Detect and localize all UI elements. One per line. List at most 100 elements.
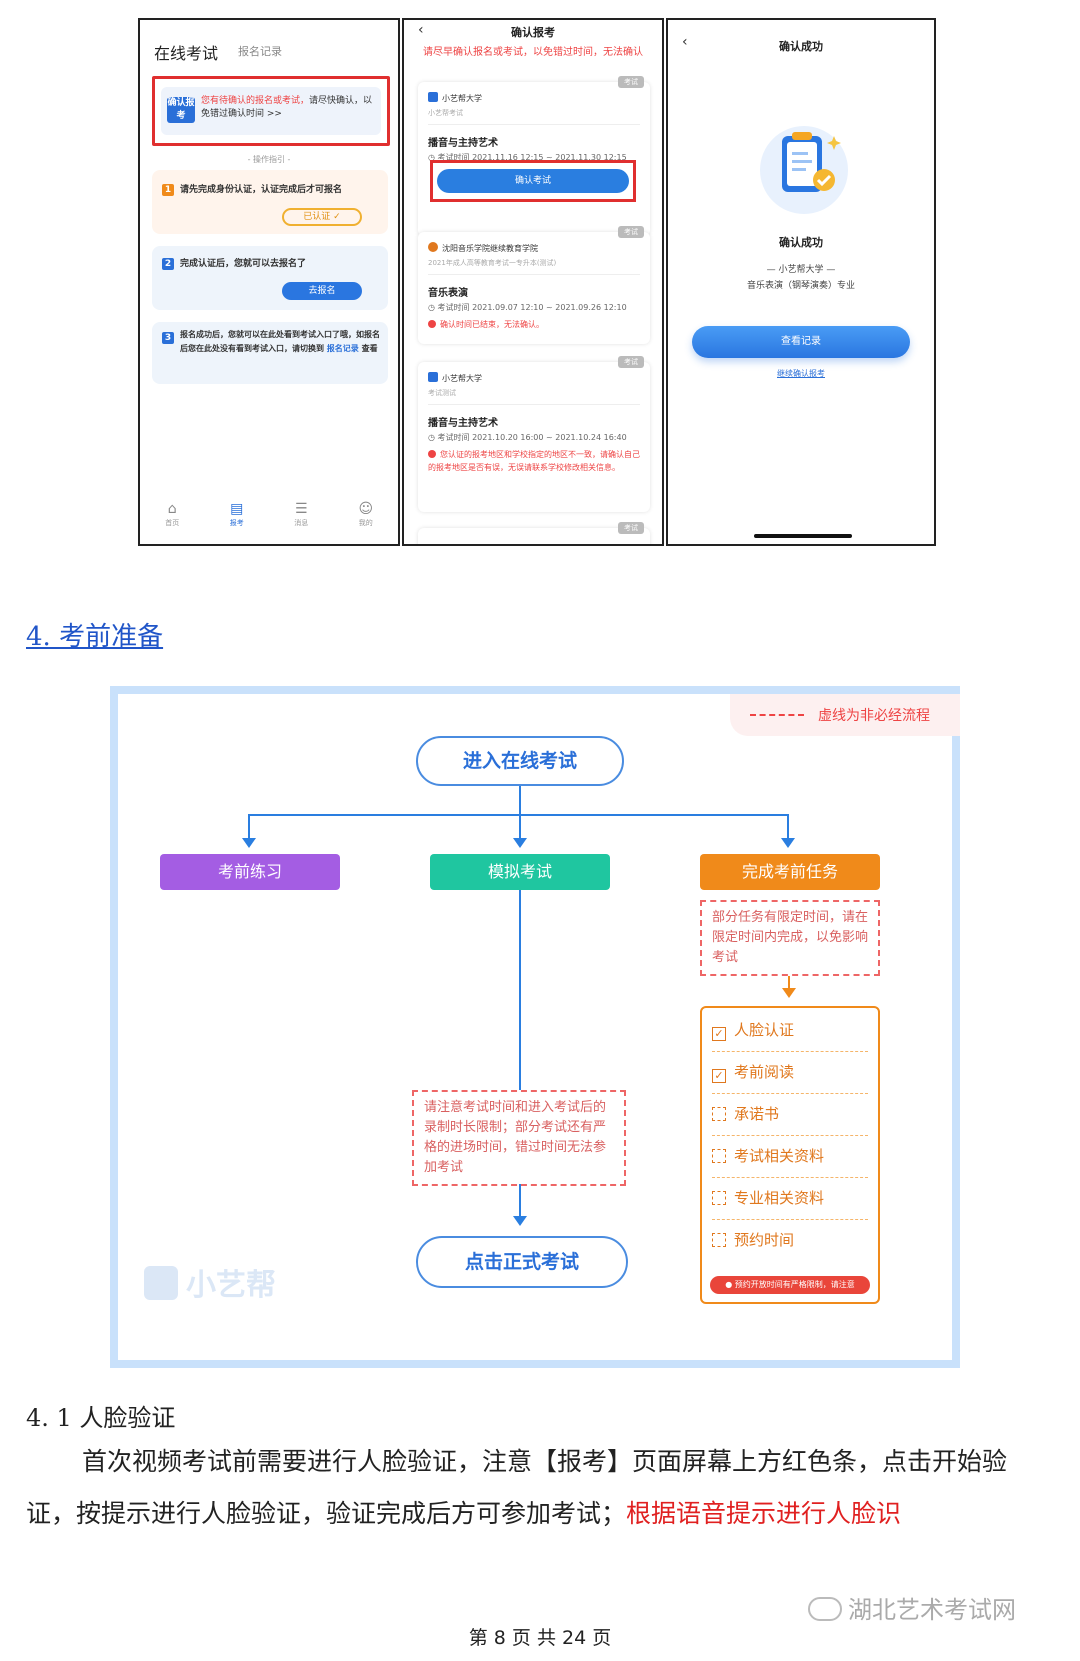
page-title: 确认成功: [668, 38, 934, 54]
guide-label: - 操作指引 -: [140, 154, 398, 165]
mock-exam-node: 模拟考试: [430, 854, 610, 890]
wechat-icon: [808, 1597, 842, 1621]
exam-tag: 考试: [618, 226, 644, 238]
exam-name: 播音与主持艺术: [428, 414, 498, 429]
start-node: 进入在线考试: [416, 736, 624, 786]
clipboard-check-icon: [754, 118, 854, 218]
task-warning-note: ● 预约开放时间有严格限制，请注意: [710, 1276, 870, 1294]
screenshot-confirm-registration: ‹ 确认报考 请尽早确认报名或考试，以免错过时间，无法确认 考试 小艺帮大学 小…: [402, 18, 664, 546]
tab-registration-records[interactable]: 报名记录: [238, 43, 282, 59]
page-footer: 第 8 页 共 24 页: [0, 1623, 1080, 1650]
exam-tag: 考试: [618, 356, 644, 368]
confirm-exam-button[interactable]: 确认考试: [437, 169, 629, 193]
task-item: 预约时间: [712, 1218, 868, 1262]
dashed-line-sample: [750, 714, 804, 716]
school-name: 沈阳音乐学院继续教育学院: [428, 242, 538, 254]
confirm-alert-highlight: 确认报考 您有待确认的报名或考试，请尽快确认，以免错过确认时间 >>: [152, 76, 390, 146]
continue-confirm-link[interactable]: 继续确认报考: [668, 368, 934, 379]
subsection-heading: 4. 1 人脸验证: [26, 1398, 175, 1433]
screenshot-online-exam: 在线考试 报名记录 确认报考 您有待确认的报名或考试，请尽快确认，以免错过确认时…: [138, 18, 400, 546]
arrow-down-icon: [242, 838, 256, 848]
success-title: 确认成功: [668, 234, 934, 250]
exam-time: ◷ 考试时间 2021.09.07 12:10 ~ 2021.09.26 12:…: [428, 302, 627, 313]
checkbox-dashed-icon: [712, 1149, 726, 1163]
task-item: ✓人脸认证: [712, 1008, 868, 1052]
go-register-button[interactable]: 去报名: [282, 282, 362, 300]
brand-watermark: 小艺帮: [144, 1260, 276, 1304]
brand-logo-icon: [144, 1266, 178, 1300]
site-watermark: 湖北艺术考试网: [808, 1590, 1016, 1625]
checkbox-dashed-icon: [712, 1191, 726, 1205]
arrow-down-icon: [513, 838, 527, 848]
message-icon: ☰: [281, 500, 321, 518]
home-indicator: [754, 534, 852, 538]
exam-card: 考试 小艺帮大学 考试测试 播音与主持艺术 ◷ 考试时间 2021.10.20 …: [418, 362, 650, 512]
task-time-note: 部分任务有限定时间，请在限定时间内完成，以免影响考试: [700, 900, 880, 976]
home-icon: ⌂: [152, 500, 192, 518]
tab-profile[interactable]: ☺我的: [346, 500, 386, 536]
step-text: 报名成功后，您就可以在此处看到考试入口了哦，如报名后您在此处没有看到考试入口，请…: [180, 328, 380, 356]
confirm-alert-text: 您有待确认的报名或考试，请尽快确认，以免错过确认时间 >>: [201, 95, 377, 121]
arrow-down-icon: [513, 1216, 527, 1226]
exam-icon: ▤: [217, 500, 257, 518]
step-number-icon: 1: [162, 184, 174, 196]
body-paragraph: 首次视频考试前需要进行人脸验证，注意【报考】页面屏幕上方红色条，点击开始验证，按…: [26, 1436, 1054, 1540]
checkbox-checked-icon: ✓: [712, 1069, 726, 1083]
error-icon: [428, 320, 436, 328]
task-list: ✓人脸认证 ✓考前阅读 承诺书 考试相关资料 专业相关资料 预约时间 ● 预约开…: [700, 1006, 880, 1304]
page-title: 在线考试: [154, 40, 218, 64]
school-name: 小艺帮大学: [428, 92, 482, 104]
exam-tag: 考试: [618, 522, 644, 534]
error-icon: [428, 450, 436, 458]
tab-home[interactable]: ⌂首页: [152, 500, 192, 536]
confirm-button-highlight: 确认考试: [430, 160, 636, 202]
tasks-node: 完成考前任务: [700, 854, 880, 890]
step-number-icon: 2: [162, 258, 174, 270]
view-records-button[interactable]: 查看记录: [692, 326, 910, 358]
practice-node: 考前练习: [160, 854, 340, 890]
arrow-down-icon: [781, 838, 795, 848]
screenshot-confirm-success: ‹ 确认成功 确认成功 — 小艺帮大学 — 音乐表演（钢琴演奏）专业 查看记录 …: [666, 18, 936, 546]
confirm-alert[interactable]: 确认报考 您有待确认的报名或考试，请尽快确认，以免错过确认时间 >>: [161, 87, 381, 135]
task-item: 考试相关资料: [712, 1134, 868, 1178]
exam-subtitle: 考试测试: [428, 388, 456, 398]
step-card-1: 1 请先完成身份认证，认证完成后才可报名 已认证 ✓: [152, 170, 388, 234]
task-item: 专业相关资料: [712, 1176, 868, 1220]
exam-subtitle: 小艺帮考试: [428, 108, 463, 118]
legend: 虚线为非必经流程: [730, 694, 960, 736]
section-heading[interactable]: 4. 考前准备: [26, 616, 163, 653]
tab-exam[interactable]: ▤报考: [217, 500, 257, 536]
page-title: 确认报考: [404, 24, 662, 40]
school-name: 小艺帮大学: [428, 372, 482, 384]
flowchart: 虚线为非必经流程 进入在线考试 考前练习 模拟考试 完成考前任务 请注意考试时间…: [110, 686, 960, 1368]
exam-time: ◷ 考试时间 2021.10.20 16:00 ~ 2021.10.24 16:…: [428, 432, 627, 443]
exam-card: 考试 小艺帮大学 小艺帮考试 播音与主持艺术 ◷ 考试时间 2021.11.16…: [418, 82, 650, 236]
arrow-down-icon: [782, 988, 796, 998]
exam-subtitle: 2021年成人高等教育考试一专升本(测试): [428, 258, 556, 268]
step-card-2: 2 完成认证后，您就可以去报名了 去报名: [152, 246, 388, 310]
formal-exam-node: 点击正式考试: [416, 1236, 628, 1288]
major-name: 音乐表演（钢琴演奏）专业: [668, 278, 934, 291]
exam-card: 考试 沈阳音乐学院继续教育学院 2021年成人高等教育考试一专升本(测试) 音乐…: [418, 232, 650, 344]
checkbox-checked-icon: ✓: [712, 1027, 726, 1041]
step-text: 请先完成身份认证，认证完成后才可报名: [180, 182, 380, 198]
step-number-icon: 3: [162, 332, 174, 344]
legend-text: 虚线为非必经流程: [818, 705, 930, 725]
school-logo-icon: [428, 242, 438, 252]
checkbox-dashed-icon: [712, 1107, 726, 1121]
task-item: 承诺书: [712, 1092, 868, 1136]
bottom-tab-bar: ⌂首页 ▤报考 ☰消息 ☺我的: [140, 500, 398, 536]
school-logo-icon: [428, 372, 438, 382]
confirm-badge: 确认报考: [167, 97, 195, 123]
exam-error: 您认证的报考地区和学校指定的地区不一致，请确认自己的报考地区是否有误，无误请联系…: [428, 448, 642, 474]
profile-icon: ☺: [346, 500, 386, 518]
tab-messages[interactable]: ☰消息: [281, 500, 321, 536]
step-card-3: 3 报名成功后，您就可以在此处看到考试入口了哦，如报名后您在此处没有看到考试入口…: [152, 322, 388, 384]
school-logo-icon: [428, 92, 438, 102]
checkbox-dashed-icon: [712, 1233, 726, 1247]
verified-button[interactable]: 已认证 ✓: [282, 208, 362, 226]
exam-card: 考试: [418, 528, 650, 546]
exam-time-note: 请注意考试时间和进入考试后的录制时长限制；部分考试还有严格的进场时间，错过时间无…: [412, 1090, 626, 1186]
warning-banner: 请尽早确认报名或考试，以免错过时间，无法确认: [416, 46, 650, 60]
exam-name: 播音与主持艺术: [428, 134, 498, 149]
